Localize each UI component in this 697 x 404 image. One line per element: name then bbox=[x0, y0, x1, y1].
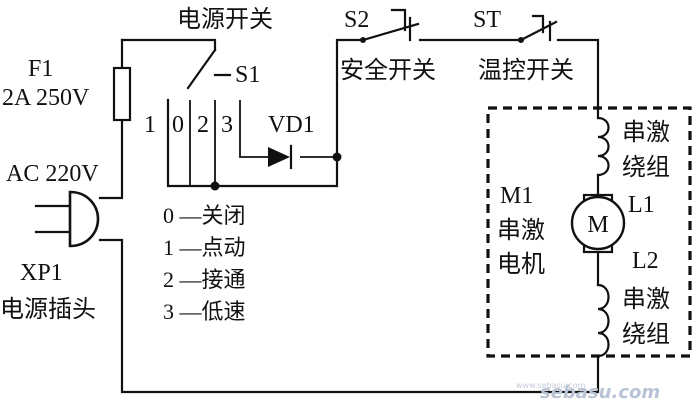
watermark-logo: sebasu.com bbox=[540, 382, 660, 403]
wire-st-motor bbox=[556, 38, 600, 120]
diode-vd1 bbox=[268, 144, 293, 170]
switch-st bbox=[518, 14, 558, 43]
wire-s1-common bbox=[166, 98, 339, 188]
label-motor-desc-2: 电机 bbox=[497, 250, 545, 278]
label-thermo-switch: 温控开关 bbox=[478, 56, 574, 84]
label-l2: L2 bbox=[632, 248, 659, 274]
junction-dot-s1 bbox=[210, 181, 220, 191]
label-plug-id: XP1 bbox=[20, 260, 63, 286]
motor-m1 bbox=[570, 195, 626, 251]
label-winding-1b: 绕组 bbox=[622, 153, 670, 181]
label-l1: L1 bbox=[628, 192, 655, 218]
label-pos-0: 0 bbox=[172, 112, 184, 138]
label-plug-name: 电源插头 bbox=[0, 295, 96, 323]
label-winding-1a: 串激 bbox=[622, 118, 670, 146]
plug-xp1 bbox=[34, 190, 100, 248]
label-s2: S2 bbox=[344, 7, 369, 33]
label-power-switch: 电源开关 bbox=[177, 5, 273, 33]
label-pos-1: 1 bbox=[144, 112, 156, 138]
s1-lever bbox=[186, 48, 217, 90]
label-motor-symbol: M bbox=[587, 212, 608, 238]
junction-dot-diode bbox=[332, 152, 342, 162]
label-winding-2a: 串激 bbox=[622, 285, 670, 313]
label-s1: S1 bbox=[235, 62, 260, 88]
legend-0: 0 —关闭 bbox=[163, 203, 246, 228]
label-safety-switch: 安全开关 bbox=[340, 56, 436, 84]
label-diode: VD1 bbox=[268, 112, 315, 138]
label-pos-3: 3 bbox=[221, 112, 233, 138]
label-st: ST bbox=[473, 7, 501, 33]
switch-s2 bbox=[360, 8, 420, 43]
wire-to-s2 bbox=[335, 38, 362, 159]
label-winding-2b: 绕组 bbox=[622, 320, 670, 348]
label-fuse-id: F1 bbox=[28, 56, 53, 82]
watermark-url: www.sebasu.com bbox=[516, 381, 586, 390]
label-motor-desc-1: 串激 bbox=[497, 216, 545, 244]
legend-2: 2 —接通 bbox=[163, 267, 246, 292]
wire-plug-return bbox=[98, 238, 600, 394]
label-motor-id: M1 bbox=[500, 183, 533, 209]
wire-fuse-to-plug bbox=[98, 118, 124, 200]
legend-3: 3 —低速 bbox=[163, 299, 246, 324]
wire-pos-3 bbox=[239, 100, 268, 158]
wires bbox=[98, 38, 600, 394]
label-pos-2: 2 bbox=[197, 112, 209, 138]
coil-l1 bbox=[596, 116, 610, 177]
fuse-f1 bbox=[112, 66, 132, 122]
coil-l2 bbox=[596, 283, 610, 358]
legend-1: 1 —点动 bbox=[163, 235, 246, 260]
label-ac-source: AC 220V bbox=[6, 161, 99, 187]
label-fuse-rating: 2A 250V bbox=[2, 85, 90, 111]
wire-top-to-s1 bbox=[120, 38, 217, 52]
